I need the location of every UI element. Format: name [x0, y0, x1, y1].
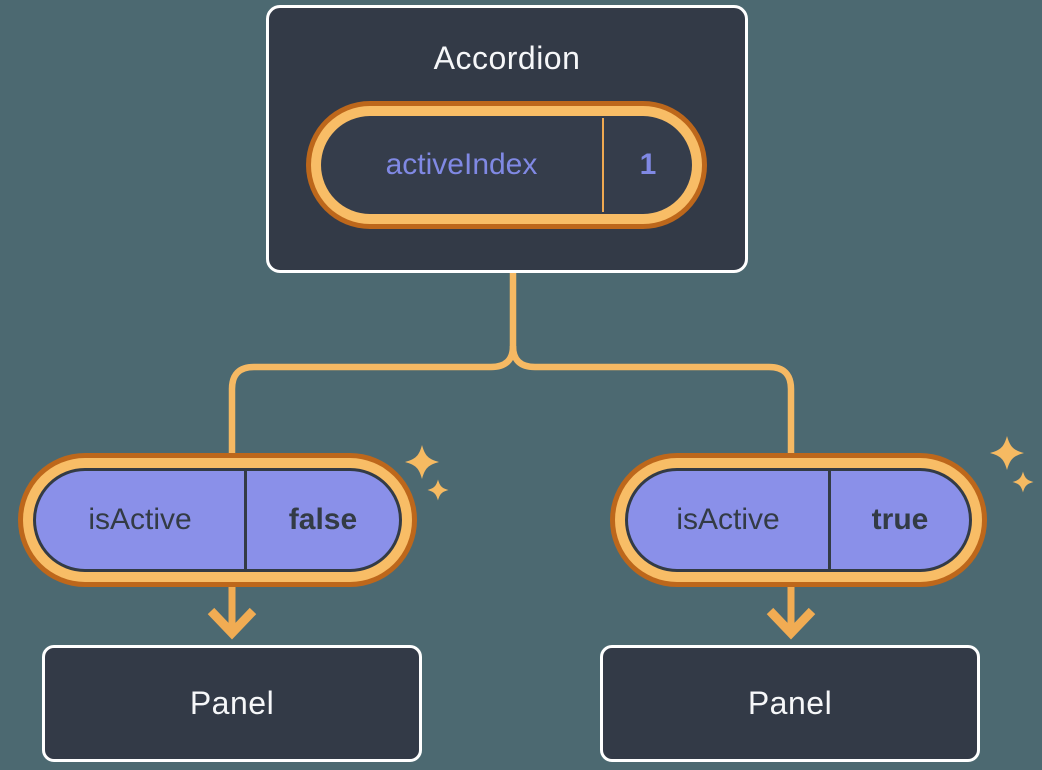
tree-branch-left-line: [228, 345, 517, 458]
sparkle-icon-left-large: [405, 445, 439, 479]
prop-pill-value: false: [288, 503, 358, 536]
accordion-component-box: Accordion activeIndex 1: [266, 5, 748, 273]
arrowhead-down-right-icon: [766, 607, 816, 640]
state-pill-value: 1: [639, 148, 657, 181]
pill-divider: [828, 471, 831, 569]
prop-pill-isActive-left: isActive false: [33, 468, 402, 572]
panel-title: Panel: [189, 685, 275, 721]
panel-title: Panel: [747, 685, 833, 721]
panel-component-box-right: Panel: [600, 645, 980, 762]
tree-branch-right-line: [509, 345, 795, 458]
state-pill-label: activeIndex: [385, 148, 538, 181]
state-pill-activeIndex: activeIndex 1: [321, 116, 692, 214]
prop-pill-label: isActive: [88, 503, 192, 536]
prop-pill-label: isActive: [676, 503, 780, 536]
arrowhead-down-left-icon: [207, 607, 257, 640]
pill-divider: [244, 471, 247, 569]
accordion-title: Accordion: [433, 40, 581, 76]
pill-divider: [602, 118, 604, 212]
sparkle-icon-left-small: [427, 479, 449, 501]
sparkle-icon-right-large: [990, 436, 1024, 470]
sparkle-icon-right-small: [1012, 471, 1034, 493]
prop-pill-value: true: [871, 503, 929, 536]
panel-component-box-left: Panel: [42, 645, 422, 762]
prop-pill-isActive-right: isActive true: [625, 468, 972, 572]
